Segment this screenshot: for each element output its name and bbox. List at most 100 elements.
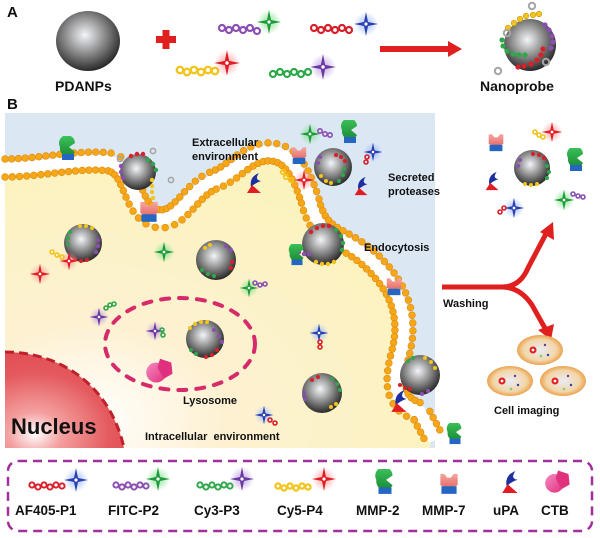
lipid-head [409,319,417,327]
lipid-head [390,332,399,341]
lipid-head [312,187,321,196]
pdanp-particle [56,11,120,71]
legend-box [6,459,594,533]
lipid-head [226,178,234,186]
lipid-tail [60,163,63,170]
washed-nanoprobe [514,150,551,187]
lipid-head [23,172,31,180]
lipid-tail [368,262,374,268]
lipid-tail [422,427,429,432]
lipid-tail [363,257,369,263]
lipid-head [339,227,347,235]
lipid-head [281,142,290,151]
lipid-head [391,326,399,334]
legend-icon-cy3-p3 [196,467,254,491]
lipid-head [408,334,417,343]
lysosome-nanoprobe [186,320,224,359]
legend-icon-fitc-p2 [112,467,170,491]
lipid-head [7,155,16,163]
lipid-head [420,434,428,443]
lipid-tail [307,191,314,195]
lipid-tail [350,240,355,246]
lipid-head [315,195,323,203]
lipid-head [302,214,310,222]
lipid-head [371,274,380,283]
lipid-head [171,198,179,206]
lipid-tail [196,183,202,189]
extracellular-label-line1: Extracellular [192,137,259,149]
legend-label-ctb: CTB [541,503,569,518]
lipid-tail [31,160,34,167]
lipid-head [51,169,59,177]
lipid-head [385,263,394,271]
lipid-tail [53,164,56,171]
lipid-head [375,252,383,260]
nanoprobe-particle [493,1,556,76]
lipid-head [71,167,80,175]
lipid-head [77,148,85,157]
lipid-head [297,199,306,207]
lipid-tail [278,154,283,161]
legend-label-mmp7: MMP-7 [422,503,466,518]
lipid-tail [361,248,367,254]
lipid-tail [395,349,402,352]
lipid-tail [251,149,256,156]
lipid-tail [347,245,352,251]
lipid-head [409,327,417,335]
lipid-tail [399,357,406,361]
washing-label[interactable]: Washing [443,298,489,310]
lipid-tail [67,162,69,169]
lipid-head [21,154,29,162]
lipid-tail [135,205,141,210]
lipid-head [351,234,360,242]
lipid-head [151,223,159,232]
lipid-tail [397,293,404,297]
legend-label-upa: uPA [493,503,519,518]
lipid-tail [242,161,247,168]
lipid-tail [287,162,293,168]
intracellular-label: Intracellular environment [145,431,280,443]
lipid-tail [287,153,292,159]
lipid-tail [356,243,361,250]
lipid-tail [424,418,431,423]
lipid-head [14,154,23,163]
lipid-head [107,149,115,157]
lipid-head [119,186,128,195]
lipid-tail [212,180,216,187]
pdanps-label: PDANPs [55,78,112,94]
legend-label-af405-p1: AF405-P1 [15,503,77,518]
lipid-tail [52,158,55,165]
washing-arrow[interactable] [442,222,554,340]
lipid-head [233,151,241,159]
lipid-head [385,391,393,400]
af405-p1-peptide [309,12,378,36]
lipid-head [358,238,366,246]
lipid-tail [304,200,311,203]
lipid-head [389,307,397,316]
intracellular-nanoprobe-1 [64,224,102,263]
lipid-tail [221,169,226,175]
lipid-head [98,166,106,174]
lipid-tail [186,202,192,208]
lipid-tail [232,161,238,167]
lipid-tail [382,268,388,274]
lipid-head [385,359,393,367]
lipid-tail [210,174,214,181]
lipid-tail [167,210,172,217]
lipid-head [413,422,421,430]
extracellular-label-line2: environment [192,151,259,163]
reaction-arrow [380,41,462,57]
cy3-p3-peptide [268,54,336,80]
legend-icon-af405-p1 [28,468,88,492]
lipid-head [122,193,130,201]
lipid-head [247,143,255,151]
lipid-tail [306,207,313,211]
lipid-tail [296,165,303,170]
lipid-head [222,159,230,168]
lipid-head [117,180,125,189]
lipid-head [189,205,197,213]
nuclear-envelope [4,350,126,449]
legend-label-cy5-p4: Cy5-P4 [277,503,323,518]
lipid-head [15,172,24,181]
lipid-head [185,182,194,191]
